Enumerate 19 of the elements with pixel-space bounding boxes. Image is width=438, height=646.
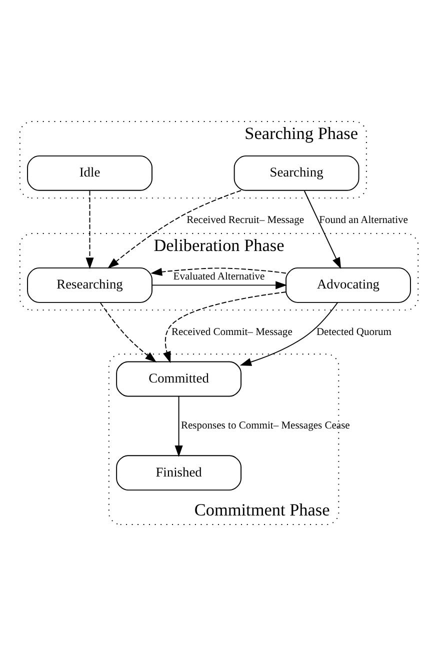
arrow xyxy=(108,190,242,269)
arrow xyxy=(174,396,183,458)
arrow xyxy=(152,281,288,290)
node-box: Researching xyxy=(27,267,152,303)
arrow xyxy=(163,292,286,364)
node-box: Committed xyxy=(116,361,242,397)
edge-label: Responses to Commit– Messages Cease xyxy=(181,420,350,432)
edge-label: Evaluated Alternative xyxy=(173,271,265,282)
arrow xyxy=(100,302,157,363)
arrow xyxy=(86,190,94,270)
node-box: Finished xyxy=(116,455,242,491)
edge-label: Received Commit– Message xyxy=(171,326,292,338)
edge-label: Received Recruit– Message xyxy=(186,214,304,226)
node-box: Advocating xyxy=(286,267,411,303)
arrow xyxy=(150,268,286,276)
node-box: Idle xyxy=(27,155,152,191)
edge-label: Detected Quorum xyxy=(316,326,392,338)
node-box: Searching xyxy=(234,155,360,191)
edge-label: Found an Alternative xyxy=(319,214,408,226)
